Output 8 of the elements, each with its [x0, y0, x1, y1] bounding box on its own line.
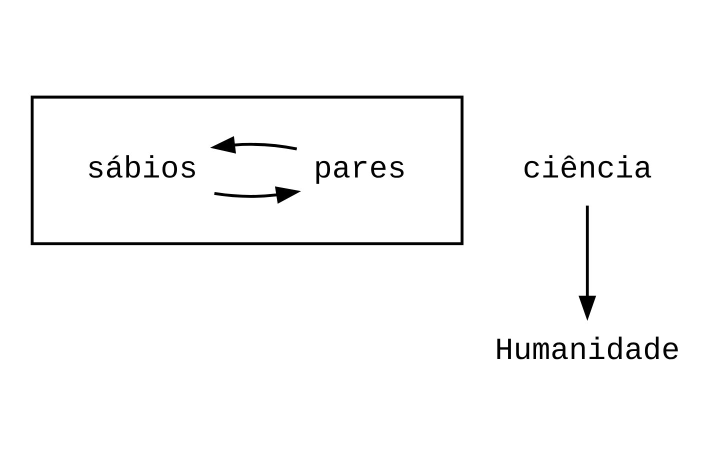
cluster: [30, 95, 464, 245]
node-text: sábios: [86, 152, 198, 188]
arrow: [578, 205, 596, 320]
arrow: [214, 186, 302, 204]
arrow: [210, 136, 298, 154]
node-text: pares: [314, 152, 406, 188]
node-text: Humanidade: [494, 333, 680, 368]
node-text: ciência: [522, 152, 652, 188]
